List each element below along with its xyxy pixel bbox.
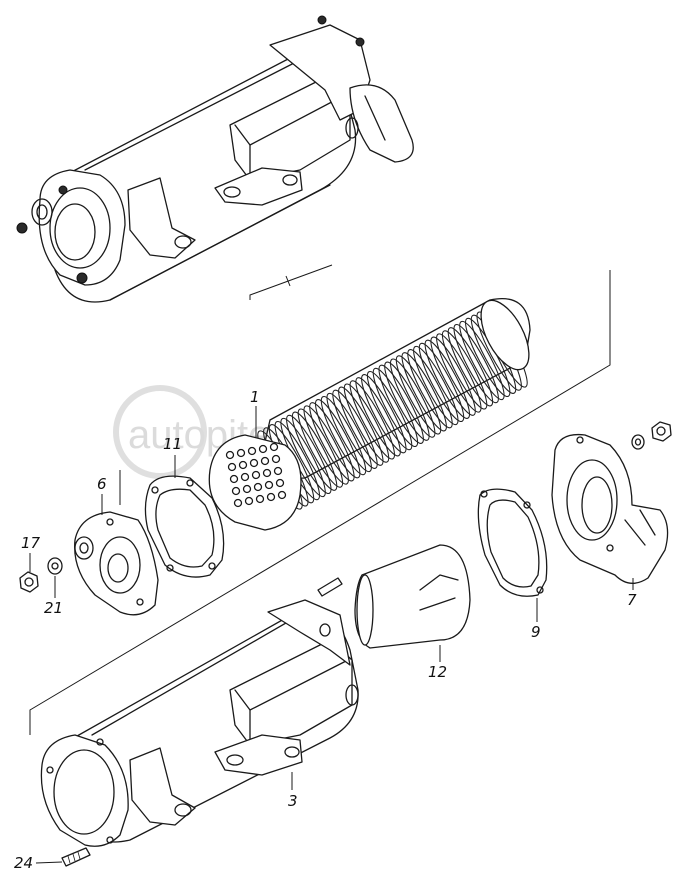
- callout-21: 21: [44, 576, 63, 617]
- tube-hole: [231, 486, 241, 496]
- housing-3: [40, 599, 359, 847]
- tube-end-holes: [225, 442, 287, 508]
- callout-label-24: 24: [14, 854, 33, 872]
- fin-ring: [384, 361, 430, 441]
- callout-9: 9: [531, 598, 541, 641]
- callout-24: 24: [14, 854, 63, 872]
- fin-ring: [355, 377, 401, 457]
- fin-ring: [291, 411, 338, 491]
- fin-ring: [378, 364, 424, 444]
- tube-hole: [258, 444, 268, 454]
- fin-ring: [407, 349, 453, 429]
- fin-ring: [453, 323, 499, 404]
- group-bracket: [29, 264, 611, 735]
- tube-bundle: [208, 298, 531, 531]
- fin-ring: [332, 389, 378, 469]
- tube-hole: [247, 446, 257, 456]
- gasket-11: [144, 475, 225, 578]
- tube-hole: [271, 454, 281, 464]
- tube-hole: [275, 478, 285, 488]
- callout-label-11: 11: [163, 435, 182, 453]
- fin-ring: [372, 367, 419, 448]
- fin-ring: [320, 395, 367, 476]
- fin-ring: [309, 402, 355, 482]
- sleeve-12: [354, 544, 471, 649]
- callout-1: 1: [250, 388, 260, 438]
- callout-label-7: 7: [627, 591, 637, 609]
- assembled-oil-cooler: [16, 15, 414, 303]
- callout-label-12: 12: [428, 663, 447, 681]
- tube-hole: [266, 492, 276, 502]
- fin-ring: [366, 370, 413, 451]
- fin-ring: [303, 405, 349, 485]
- fin-ring: [326, 392, 372, 473]
- callout-label-6: 6: [97, 475, 107, 493]
- fin-ring: [441, 330, 488, 410]
- fin-ring: [338, 386, 384, 466]
- tube-hole: [233, 498, 243, 508]
- stud-24: [61, 847, 91, 867]
- fin-ring: [286, 414, 332, 495]
- fin-ring: [349, 380, 395, 460]
- callout-17: 17: [21, 534, 41, 572]
- fin-ring: [459, 320, 505, 401]
- tube-hole: [240, 472, 250, 482]
- tube-hole: [269, 442, 279, 452]
- stud-center: [317, 577, 343, 597]
- tube-bundle-fins: [257, 308, 528, 510]
- tube-hole: [244, 496, 254, 506]
- fin-ring: [395, 355, 442, 435]
- fin-ring: [361, 374, 407, 454]
- fin-ring: [390, 358, 436, 438]
- tube-hole: [238, 460, 248, 470]
- end-cover-7: [551, 433, 669, 584]
- callout-6: 6: [97, 475, 107, 515]
- fin-ring: [343, 383, 390, 463]
- gasket-9: [477, 488, 548, 597]
- tube-hole: [273, 466, 283, 476]
- cover-6: [74, 511, 159, 616]
- tube-hole: [255, 494, 265, 504]
- tube-hole: [225, 450, 235, 460]
- callout-label-3: 3: [288, 792, 298, 810]
- tube-hole: [262, 468, 272, 478]
- tube-hole: [277, 490, 287, 500]
- fin-ring: [315, 399, 361, 479]
- fin-ring: [447, 327, 494, 407]
- tube-hole: [251, 470, 261, 480]
- callout-label-1: 1: [250, 388, 260, 406]
- washer-21: [47, 557, 63, 575]
- callout-12: 12: [428, 645, 447, 681]
- tube-hole: [229, 474, 239, 484]
- callout-label-21: 21: [44, 599, 63, 617]
- fin-ring: [418, 342, 465, 423]
- tube-hole: [264, 480, 274, 490]
- washer-upper-right: [631, 434, 645, 450]
- nut-upper-right: [651, 421, 672, 442]
- callout-label-17: 17: [21, 534, 41, 552]
- callouts: 1 3 6 7 9 11 12 17: [14, 388, 637, 872]
- callout-11: 11: [163, 435, 182, 478]
- fin-ring: [424, 339, 470, 419]
- tube-hole: [253, 482, 263, 492]
- tube-hole: [260, 456, 270, 466]
- fin-ring: [297, 408, 344, 488]
- tube-hole: [236, 448, 246, 458]
- nut-17: [19, 571, 39, 593]
- callout-3: 3: [288, 772, 298, 810]
- tube-hole: [242, 484, 252, 494]
- tube-hole: [249, 458, 259, 468]
- fin-ring: [436, 333, 482, 413]
- fin-ring: [413, 345, 459, 426]
- callout-label-9: 9: [531, 623, 541, 641]
- callout-7: 7: [627, 578, 637, 609]
- fin-ring: [401, 352, 447, 432]
- tube-hole: [227, 462, 237, 472]
- fin-ring: [430, 336, 476, 416]
